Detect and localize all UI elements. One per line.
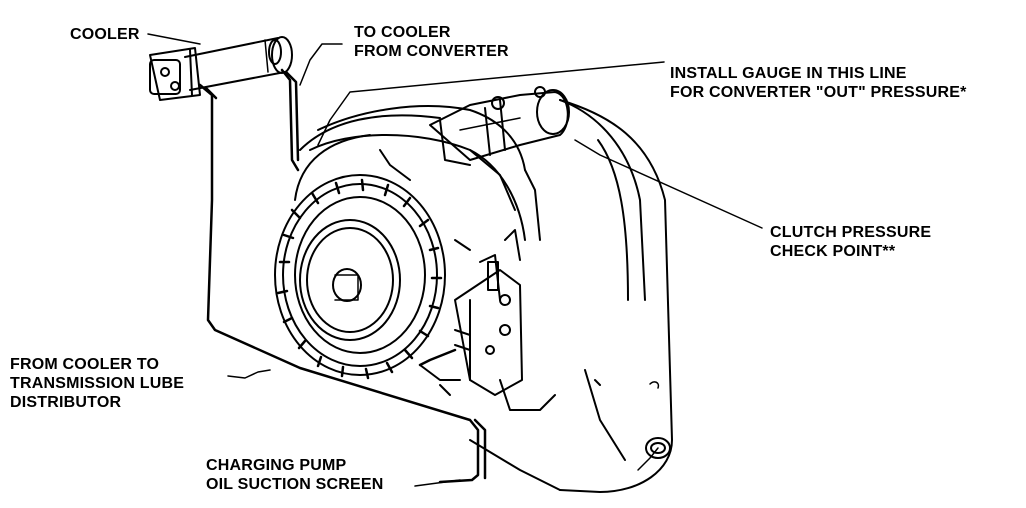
label-from-cooler-line-1: FROM COOLER TO [10, 356, 160, 373]
label-to-cooler: TO COOLER FROM CONVERTER [354, 23, 509, 61]
label-charging-pump: CHARGING PUMP OIL SUCTION SCREEN [206, 456, 384, 494]
label-install-gauge-line-1: INSTALL GAUGE IN THIS LINE [670, 65, 907, 82]
label-to-cooler-line-2: FROM CONVERTER [354, 43, 509, 60]
leader-install-gauge [317, 61, 665, 146]
label-cooler-line-1: COOLER [70, 26, 140, 43]
label-charging-pump-line-1: CHARGING PUMP [206, 457, 347, 474]
cooler-unit [149, 36, 293, 101]
pump-assembly [429, 86, 570, 166]
leader-lines [147, 33, 763, 487]
cooler-lines [198, 68, 487, 484]
control-valve-block [419, 229, 556, 411]
converter-flexplate [274, 174, 446, 380]
leader-clutch-pressure [574, 139, 763, 229]
label-from-cooler-line-2: TRANSMISSION LUBE [10, 375, 185, 392]
leader-screen [637, 447, 659, 471]
label-to-cooler-line-1: TO COOLER [354, 24, 451, 41]
label-clutch-pressure: CLUTCH PRESSURE CHECK POINT** [770, 223, 931, 261]
leader-charging-pump [414, 479, 461, 487]
label-clutch-pressure-line-1: CLUTCH PRESSURE [770, 224, 932, 241]
leader-to-cooler [299, 43, 343, 86]
label-charging-pump-line-2: OIL SUCTION SCREEN [206, 476, 384, 493]
label-cooler: COOLER [70, 25, 140, 44]
label-install-gauge: INSTALL GAUGE IN THIS LINE FOR CONVERTER… [670, 64, 967, 102]
label-clutch-pressure-line-2: CHECK POINT** [770, 243, 896, 260]
leader-from-cooler [227, 369, 271, 379]
transmission-case [469, 99, 673, 493]
label-install-gauge-line-2: FOR CONVERTER "OUT" PRESSURE* [670, 84, 967, 101]
leader-cooler [147, 33, 201, 45]
label-from-cooler: FROM COOLER TO TRANSMISSION LUBE DISTRIB… [10, 355, 184, 412]
label-from-cooler-line-3: DISTRIBUTOR [10, 394, 122, 411]
